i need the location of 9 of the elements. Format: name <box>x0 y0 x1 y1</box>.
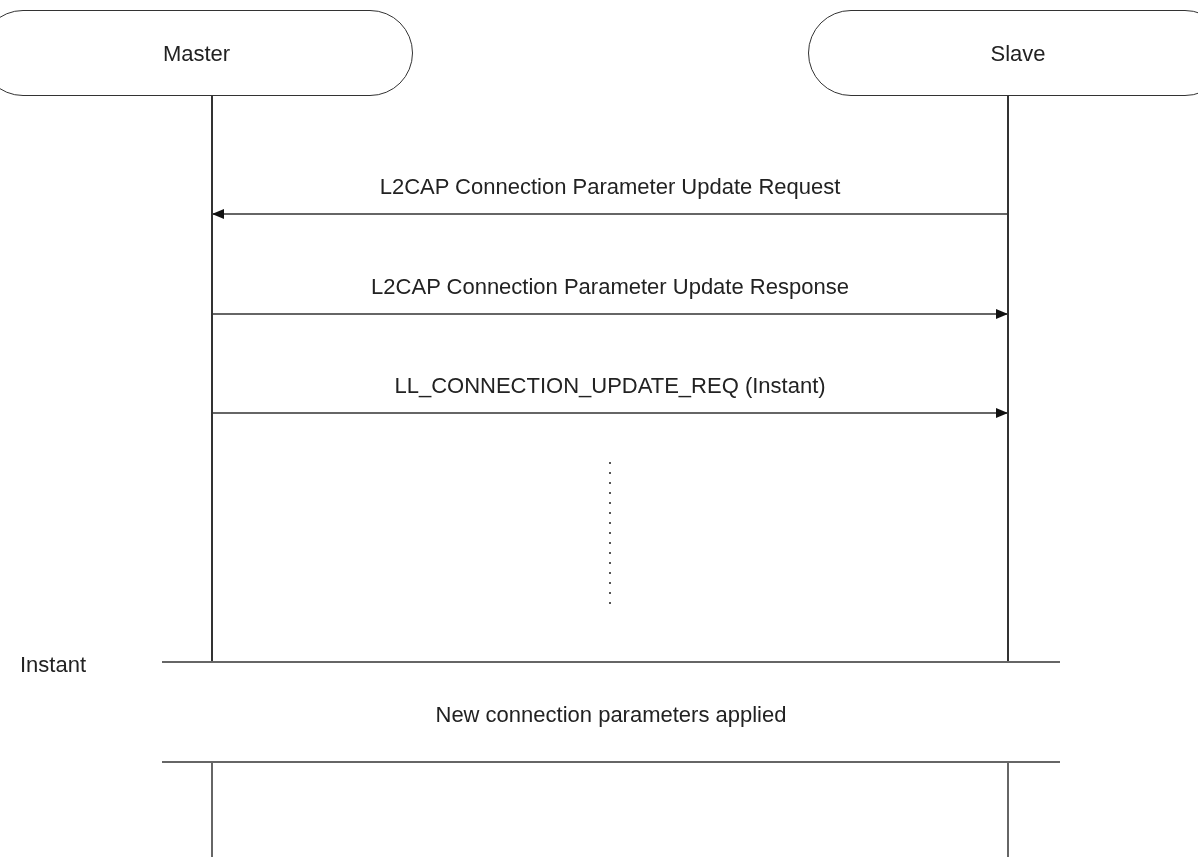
participant-pill: Master <box>0 10 413 96</box>
lifeline <box>1007 96 1009 661</box>
message-arrow <box>211 309 1009 319</box>
note-text: New connection parameters applied <box>435 701 787 729</box>
message-arrow <box>211 209 1009 219</box>
message-arrow <box>211 408 1009 418</box>
timing-label: Instant <box>20 651 87 679</box>
lifeline <box>211 96 213 661</box>
participant-pill: Slave <box>808 10 1198 96</box>
